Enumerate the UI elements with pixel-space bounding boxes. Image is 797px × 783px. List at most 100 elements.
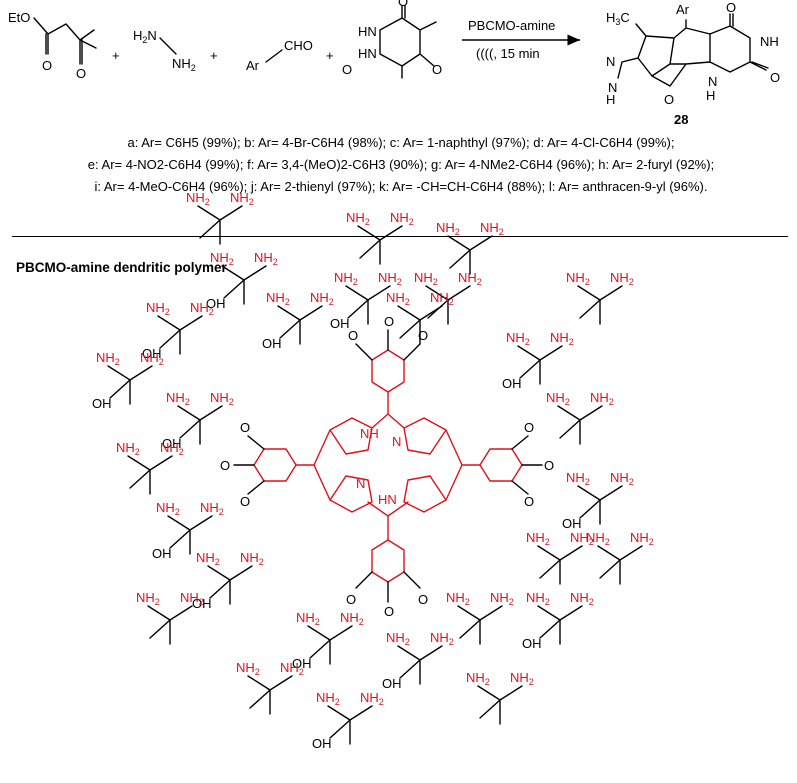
amine-terminal: NH2 xyxy=(210,250,234,267)
branch-bond xyxy=(357,225,381,241)
scope-line-3: i: Ar= 4-MeO-C6H4 (96%); j: Ar= 2-thieny… xyxy=(94,179,708,194)
o-right-3: O xyxy=(524,494,534,509)
o-top-2: O xyxy=(384,314,394,329)
branch-bond xyxy=(599,559,621,579)
branch-bond xyxy=(579,299,601,319)
branch-bond xyxy=(399,319,421,339)
aryl-ring-right xyxy=(479,448,523,482)
branch-bond xyxy=(247,675,271,691)
amine-terminal: NH2 xyxy=(386,630,410,647)
branch-bond xyxy=(329,625,353,641)
aldehyde-ar: Ar xyxy=(246,58,260,73)
product-h2: H xyxy=(706,88,715,103)
branch-bond xyxy=(189,515,213,531)
branch-bond xyxy=(177,405,201,421)
pyrrole-ring-bottom-right xyxy=(403,475,447,513)
branch-bond xyxy=(327,705,351,721)
branch-bond xyxy=(479,605,503,621)
branch-bond xyxy=(537,605,561,621)
amine-terminal: NH2 xyxy=(166,390,190,407)
hydroxyl-terminal: OH xyxy=(562,516,582,531)
amine-terminal: NH2 xyxy=(316,690,340,707)
branch-bond xyxy=(199,405,223,421)
pyrrole-ring-bottom-left xyxy=(329,475,373,513)
branch-bond xyxy=(559,419,581,439)
branch-bond xyxy=(499,685,523,701)
barbituric-hn2: HN xyxy=(358,46,377,61)
amine-terminal: NH2 xyxy=(360,690,384,707)
section-divider xyxy=(12,236,788,237)
conditions-label: ((((, 15 min xyxy=(476,46,540,61)
product-nh: NH xyxy=(760,34,779,49)
branch-bond xyxy=(597,545,621,561)
hydroxyl-terminal: OH xyxy=(262,336,282,351)
branch-bond xyxy=(469,235,493,251)
amine-terminal: NH2 xyxy=(116,440,140,457)
branch-bond xyxy=(179,419,201,439)
meso-bridges xyxy=(295,391,481,541)
hydroxyl-terminal: OH xyxy=(312,736,332,751)
core-n-2: N xyxy=(356,476,365,491)
branch-bond xyxy=(127,455,151,471)
branch-bond xyxy=(619,545,643,561)
branch-bond xyxy=(307,625,331,641)
amine-terminal: NH2 xyxy=(240,550,264,567)
amine-terminal: NH2 xyxy=(296,610,320,627)
core-hn-2: HN xyxy=(378,492,397,507)
pyrrole-ring-top-left xyxy=(329,417,373,455)
amine-terminal: NH2 xyxy=(550,330,574,347)
branch-bond xyxy=(277,305,301,321)
branch-bond xyxy=(539,619,561,639)
amine-terminal: NH2 xyxy=(566,270,590,287)
product-o-right: O xyxy=(770,70,780,85)
amine-terminal: NH2 xyxy=(200,500,224,517)
branch-bond xyxy=(579,499,601,519)
hydroxyl-terminal: OH xyxy=(502,376,522,391)
product-o-ring: O xyxy=(664,92,674,107)
branch-bond xyxy=(299,305,323,321)
hydroxyl-terminal: OH xyxy=(292,656,312,671)
o-top-1: O xyxy=(348,328,358,343)
branch-bond xyxy=(457,605,481,621)
scope-line-2: e: Ar= 4-NO2-C6H4 (99%); f: Ar= 3,4-(MeO… xyxy=(87,157,715,172)
plus-3: + xyxy=(326,48,334,63)
branch-bond xyxy=(207,565,231,581)
branch-bond xyxy=(379,225,403,241)
amine-terminal: NH2 xyxy=(136,590,160,607)
branch-bond xyxy=(109,379,131,399)
aryl-ring-top xyxy=(371,349,405,393)
product-n: N xyxy=(606,54,615,69)
branch-bond xyxy=(519,359,541,379)
hydrazine-h2n: H2N xyxy=(133,28,157,45)
amine-terminal: NH2 xyxy=(378,270,402,287)
amine-terminal: NH2 xyxy=(236,660,260,677)
o-bottom-2: O xyxy=(384,604,394,619)
branch-bond xyxy=(159,329,181,349)
hydroxyl-terminal: OH xyxy=(522,636,542,651)
branch-bond xyxy=(347,299,369,319)
amine-terminal: NH2 xyxy=(156,500,180,517)
branch-bond xyxy=(169,605,193,621)
core-n-1: N xyxy=(392,434,401,449)
amine-terminal: NH2 xyxy=(196,550,220,567)
amine-terminal: NH2 xyxy=(466,670,490,687)
branch-bond xyxy=(149,455,173,471)
product-n2: N xyxy=(708,74,717,89)
branch-bond xyxy=(149,619,171,639)
amine-terminal: NH2 xyxy=(310,290,334,307)
branch-bond xyxy=(577,485,601,501)
barbituric-ring xyxy=(379,5,437,79)
amine-terminal: NH2 xyxy=(480,220,504,237)
branch-bond xyxy=(459,619,481,639)
amine-terminal: NH2 xyxy=(566,470,590,487)
hydroxyl-terminal: OH xyxy=(192,596,212,611)
o-left-2: O xyxy=(220,458,230,473)
product-h: H xyxy=(606,92,615,107)
ketone-o-label: O xyxy=(76,66,86,81)
branch-bond xyxy=(345,285,369,301)
amine-terminal: NH2 xyxy=(526,530,550,547)
aryl-ring-bottom xyxy=(371,539,405,583)
o-left-3: O xyxy=(240,494,250,509)
o-right-2: O xyxy=(544,458,554,473)
